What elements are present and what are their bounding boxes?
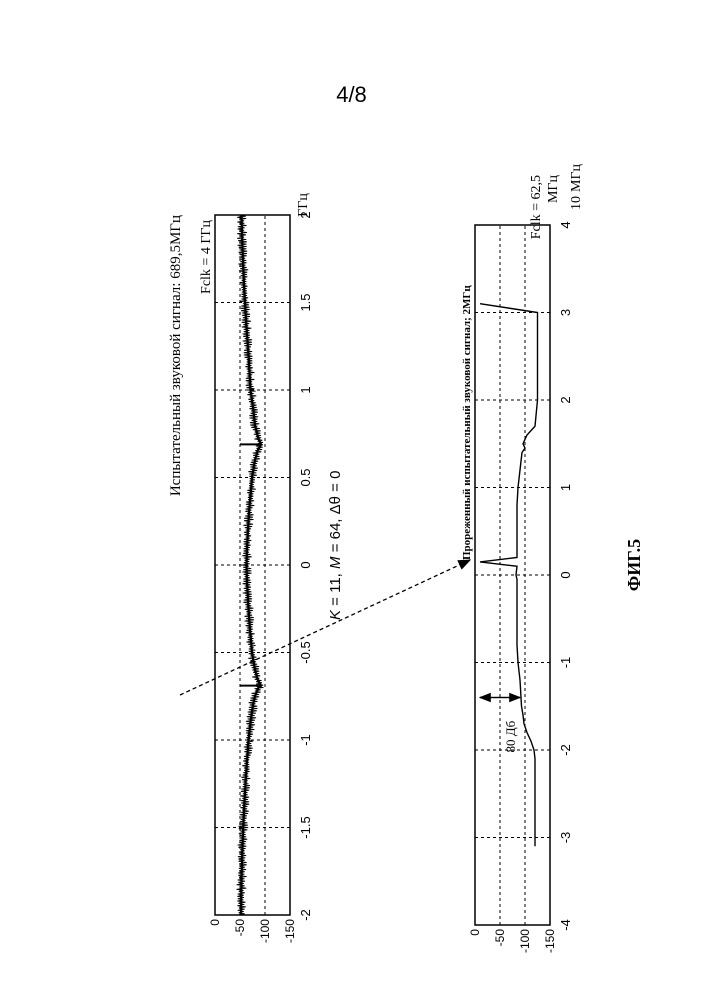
x-tick-label: -1 xyxy=(558,657,573,669)
x-tick-label: -1 xyxy=(298,734,313,746)
y-tick-label: -150 xyxy=(283,919,297,943)
x-tick-label: 0 xyxy=(558,571,573,578)
chart-title: Испытательный звуковой сигнал: 689,5МГц xyxy=(168,215,184,496)
figure-caption: ФИГ.5 xyxy=(624,539,644,591)
x-tick-label: 1 xyxy=(558,484,573,491)
x-tick-label: 0.5 xyxy=(298,468,313,486)
x-tick-label: 0 xyxy=(298,561,313,568)
chart-title: Прореженный испытательный звуковой сигна… xyxy=(461,285,473,560)
chart-annotation-unit: МГц xyxy=(546,175,561,204)
x-tick-label: 3 xyxy=(558,309,573,316)
chart-annotation: Fclk = 4 ГГц xyxy=(199,219,214,293)
x-tick-label: 1 xyxy=(298,386,313,393)
x-tick-label: -2 xyxy=(298,909,313,921)
chart-annotation: Fclk = 62,5 xyxy=(529,175,544,239)
x-axis-label: МГц xyxy=(569,163,584,192)
chart-decimated-signal-spectrum: -4 -3 -2 -1 0 1 2 3 4 0 -50 -100 -150 Прореженный исп… xyxy=(461,163,584,953)
chart-test-signal-spectrum: -2-1.5-1-0.500.511.520-50-100-150Испытат… xyxy=(168,193,313,943)
y-tick-label: -100 xyxy=(518,929,532,953)
y-tick-label: -150 xyxy=(543,929,557,953)
connecting-arrow xyxy=(180,560,470,695)
x-tick-label: 2 xyxy=(558,396,573,403)
dim-label: 80 Дб xyxy=(503,720,518,752)
x-tick-label: 1.5 xyxy=(298,293,313,311)
y-tick-label: -50 xyxy=(233,919,247,937)
x-tick-label: 4 xyxy=(558,221,573,228)
x-tick-label: -3 xyxy=(558,832,573,844)
x-axis-label: ГГц xyxy=(296,193,311,217)
arrow-label: K = 11, M = 64, Δθ = 0 xyxy=(327,471,344,620)
x-tick-label: -4 xyxy=(558,919,573,931)
x-tick-label: -1.5 xyxy=(298,816,313,838)
y-tick-label: -50 xyxy=(493,929,507,947)
x-tick-label: -0.5 xyxy=(298,641,313,663)
y-tick-label: 0 xyxy=(208,919,222,926)
y-tick-label: 0 xyxy=(468,929,482,936)
x-axis-label-scale: 10 xyxy=(569,196,584,210)
y-tick-label: -100 xyxy=(258,919,272,943)
x-tick-label: -2 xyxy=(558,744,573,756)
